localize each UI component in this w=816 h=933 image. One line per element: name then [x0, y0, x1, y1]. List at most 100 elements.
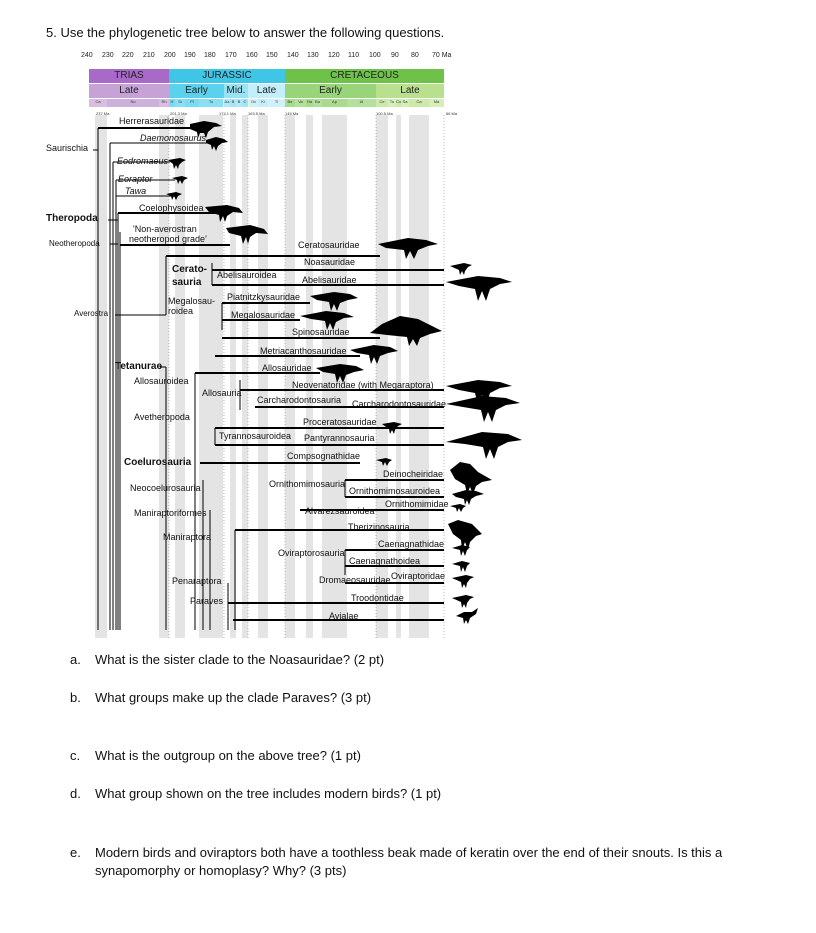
clade-carcharodontosauria: Carcharodontosauria [257, 395, 342, 405]
clade-ornithomimosauroidea: Ornithomimosauroidea [349, 486, 441, 496]
clade-tawa: Tawa [125, 186, 147, 196]
clade-ceratosauria-2: sauria [172, 277, 202, 288]
tick: 90 [391, 52, 399, 59]
dinosaur-silhouettes [166, 121, 522, 624]
stage: Pl [185, 99, 199, 107]
clade-therizinosauria: Therizinosauria [348, 522, 410, 532]
period-label: JURASSIC [202, 70, 252, 81]
stage: Tu [388, 99, 396, 107]
tick: 80 [411, 52, 419, 59]
stage: Be [285, 99, 295, 107]
noasaurid-silhouette [450, 263, 472, 275]
ceratosaurid-silhouette [378, 238, 438, 259]
tick: 200 [164, 52, 176, 59]
stage: Ox [249, 99, 258, 107]
epoch-late-triassic: Late [89, 84, 169, 98]
stage: Ba [313, 99, 322, 107]
period-label: TRIAS [114, 70, 144, 81]
phylogenetic-tree [93, 115, 522, 638]
clade-allosauria: Allosauria [202, 388, 242, 398]
stage: Va [295, 99, 306, 107]
tawa-silhouette [166, 192, 182, 200]
clade-maniraptoriformes: Maniraptoriformes [134, 508, 207, 518]
clade-compsognathidae: Compsognathidae [287, 451, 361, 461]
avialan-silhouette [456, 608, 478, 624]
clade-coelophysoidea: Coelophysoidea [139, 203, 204, 213]
period-triassic: TRIAS [89, 69, 169, 83]
epoch-early-cretaceous: Early [285, 84, 376, 98]
epoch-late-jurassic: Late [248, 84, 285, 98]
clade-tetanurae: Tetanurae [115, 361, 163, 372]
clade-neotheropoda: Neotheropoda [49, 239, 100, 248]
clade-theropoda: Theropoda [46, 213, 98, 224]
stage: No [107, 99, 159, 107]
proceratosaurid-silhouette [382, 422, 402, 434]
question-text-line2: synapomorphy or homoplasy? Why? (3 pts) [95, 863, 347, 878]
clade-non-averostran: 'Non-averostran [133, 224, 197, 234]
question-b: b. What groups make up the clade Paraves… [70, 690, 770, 708]
clade-noasauridae: Noasauridae [304, 257, 356, 267]
daemonosaurus-silhouette [206, 137, 228, 151]
dromaeosaurid-silhouette [452, 575, 474, 588]
alvarezsaurid-silhouette [450, 504, 466, 512]
clade-allosauridae: Allosauridae [262, 363, 312, 373]
clade-caenagnathoidea: Caenagnathoidea [349, 556, 421, 566]
tick: 210 [143, 52, 155, 59]
question-c: c. What is the outgroup on the above tre… [70, 748, 770, 766]
clade-ornithomimidae: Ornithomimidae [385, 499, 449, 509]
epoch-label: Early [185, 85, 208, 96]
question-e: e. Modern birds and oviraptors both have… [70, 845, 800, 885]
stage: Aa [224, 99, 230, 107]
spinosaurid-silhouette [370, 316, 442, 346]
allosaurid-silhouette [316, 364, 364, 383]
clade-neovenatoridae: Neovenatoridae (with Megaraptora) [292, 380, 434, 390]
clade-allosauroidea: Allosauroidea [134, 376, 189, 386]
stage: Ca [409, 99, 429, 107]
caenagnathid-silhouette [452, 545, 470, 556]
clade-ceratosauria: Cerato- [172, 264, 208, 275]
stage: Ki [258, 99, 268, 107]
therizinosaur-silhouette [448, 520, 482, 550]
tick: 130 [307, 52, 319, 59]
clade-paraves: Paraves [190, 596, 224, 606]
tick: 160 [246, 52, 258, 59]
period-cretaceous: CRETACEOUS [285, 69, 444, 83]
timescale-ticks: 240 230 220 210 200 190 180 170 160 150 … [0, 52, 816, 64]
clade-non-averostran-grade: neotheropod grade' [129, 234, 207, 244]
piatnitzkysaurid-silhouette [310, 292, 358, 311]
clade-eodromaeus: Eodromaeus [117, 156, 169, 166]
tyrannosaurid-silhouette [446, 432, 522, 459]
tick: 140 [287, 52, 299, 59]
clade-maniraptora: Maniraptora [163, 532, 212, 542]
question-text-line1: Modern birds and oviraptors both have a … [95, 845, 723, 860]
herrerasaurus-silhouette [190, 121, 222, 138]
clade-troodontidae: Troodontidae [351, 593, 404, 603]
non-averostran-silhouette [226, 225, 268, 244]
question-label: d. [70, 786, 81, 801]
troodontid-silhouette [452, 595, 474, 608]
tick: 70 Ma [432, 52, 452, 59]
ornithomimid-silhouette [452, 490, 484, 505]
clade-dromaeosauridae: Dromaeosauridae [319, 575, 391, 585]
date-label: 100.5 Ma [376, 111, 393, 116]
tick: 220 [122, 52, 134, 59]
period-jurassic: JURASSIC [169, 69, 285, 83]
clade-avialae: Avialae [329, 611, 359, 621]
question-label: b. [70, 690, 81, 705]
clade-pantyrannosauria: Pantyrannosauria [304, 433, 375, 443]
tree-branches [93, 127, 444, 630]
epoch-label: Early [319, 85, 342, 96]
stage: Ha [306, 99, 313, 107]
stage: Ma [429, 99, 444, 107]
clade-tyrannosauroidea: Tyrannosauroidea [219, 431, 292, 441]
deinocheirid-silhouette [450, 462, 492, 494]
tick: 120 [328, 52, 340, 59]
stage: To [199, 99, 223, 107]
stage: Ap [322, 99, 347, 107]
megalosaurid-silhouette [300, 311, 354, 330]
question-a: a. What is the sister clade to the Noasa… [70, 652, 770, 670]
clade-alvarezsauroidea: Alvarezsauroidea [305, 506, 375, 516]
eodromaeus-silhouette [168, 158, 186, 169]
stage-band: Ca No Rh H Si Pl To Aa B B C Ox Ki Ti Be… [89, 99, 444, 107]
question-text: What is the sister clade to the Noasauri… [95, 652, 385, 667]
